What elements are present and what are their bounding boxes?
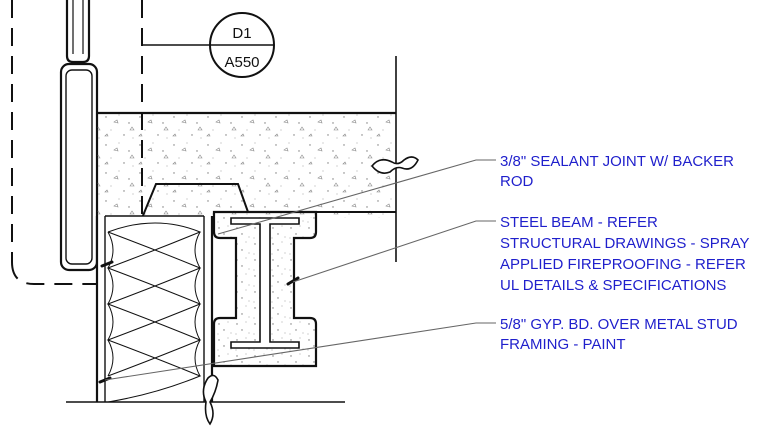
steel-beam — [212, 210, 318, 368]
detail-sheet: A550 — [224, 54, 259, 71]
leader-steel-beam — [292, 220, 496, 283]
note-sealant: 3/8" SEALANT JOINT W/ BACKER ROD — [500, 153, 738, 190]
note-gyp-board: 5/8" GYP. BD. OVER METAL STUD FRAMING - … — [500, 316, 742, 353]
leader-lines — [104, 159, 496, 381]
detail-tag: D1 A550 — [142, 12, 275, 78]
lower-break-line — [202, 374, 219, 426]
note-line: 3/8" SEALANT JOINT W/ BACKER — [500, 153, 734, 170]
glazing-unit — [59, 0, 99, 272]
note-line: 5/8" GYP. BD. OVER METAL STUD — [500, 316, 738, 333]
note-line: STEEL BEAM - REFER — [500, 214, 658, 231]
break-line-symbol — [370, 156, 419, 174]
detail-number: D1 — [232, 25, 251, 42]
stud-wall — [66, 215, 345, 403]
leader-gyp-board — [104, 322, 496, 381]
note-line: ROD — [500, 173, 534, 190]
note-line: FRAMING - PAINT — [500, 336, 626, 353]
annotation-notes: 3/8" SEALANT JOINT W/ BACKER ROD STEEL B… — [500, 153, 753, 353]
note-line: UL DETAILS & SPECIFICATIONS — [500, 277, 726, 294]
concrete-slab — [96, 56, 397, 262]
note-steel-beam: STEEL BEAM - REFER STRUCTURAL DRAWINGS -… — [500, 214, 753, 294]
note-line: APPLIED FIREPROOFING - REFER — [500, 256, 746, 273]
note-line: STRUCTURAL DRAWINGS - SPRAY — [500, 235, 749, 252]
leader-sealant — [217, 159, 496, 235]
